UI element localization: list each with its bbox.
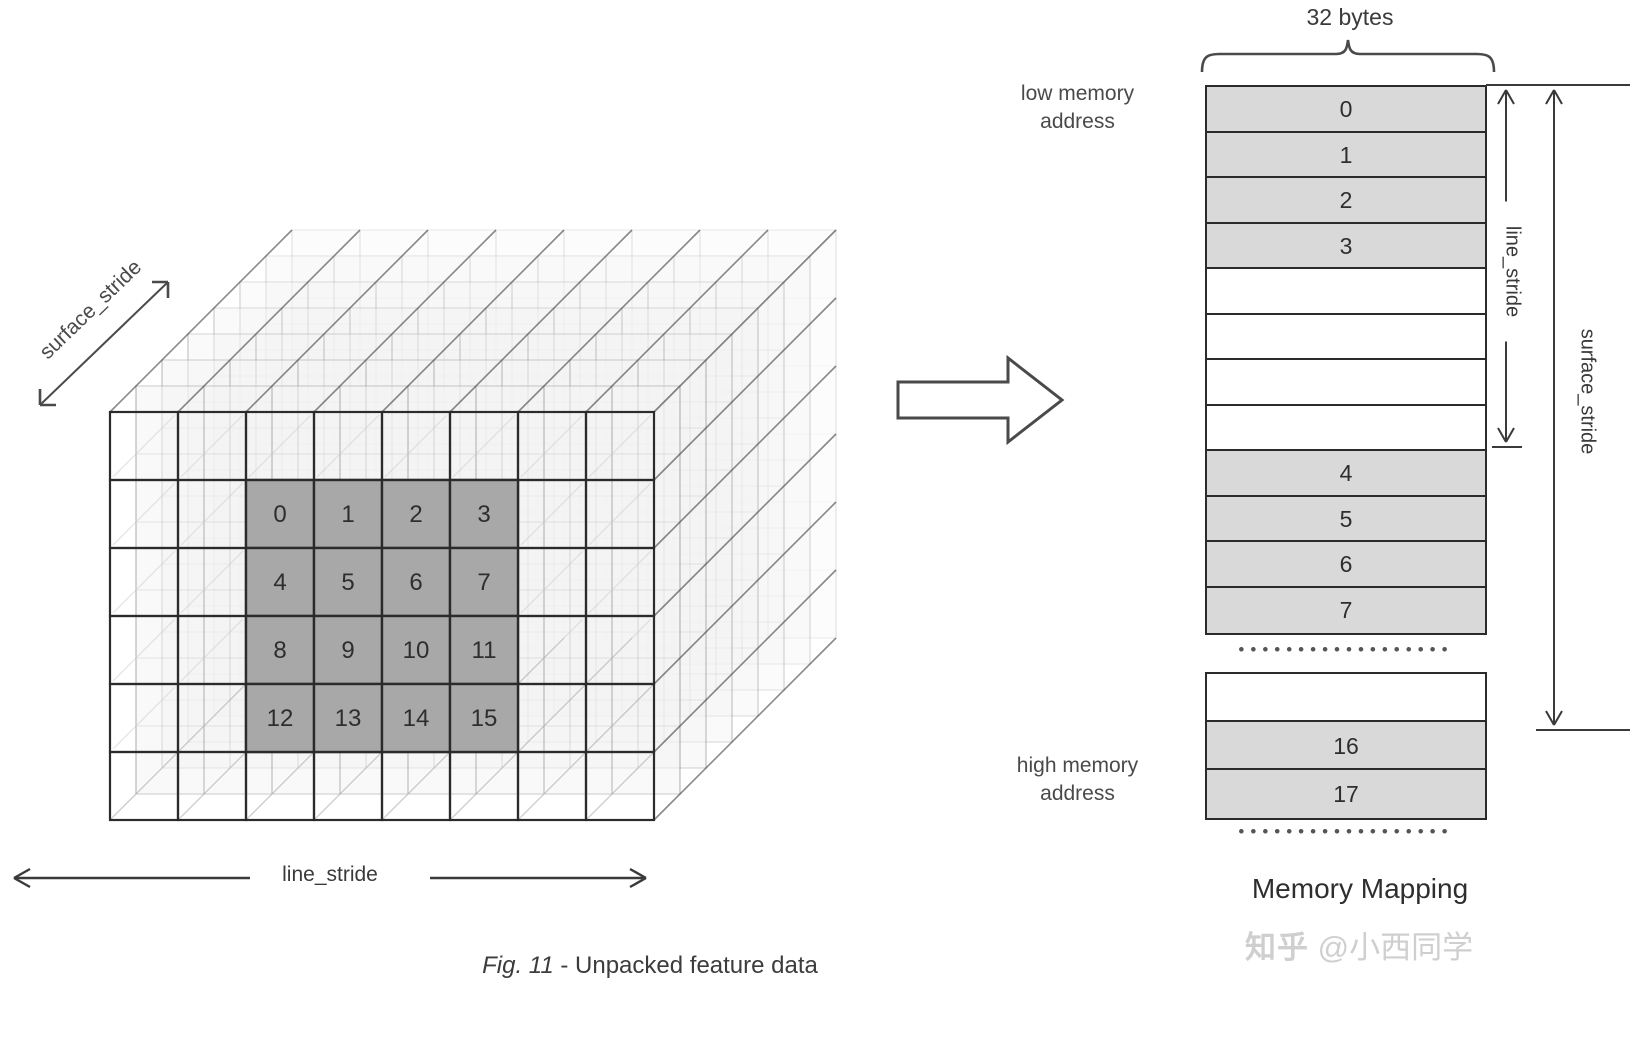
svg-text:0: 0 — [273, 501, 286, 528]
line-stride-annotation: line_stride — [0, 855, 660, 901]
memory-row: 4 — [1207, 451, 1485, 497]
figure-number: Fig. 11 — [482, 952, 554, 979]
stride-arrows: line_stride surface_stride — [1480, 80, 1639, 740]
memory-row: 17 — [1207, 770, 1485, 818]
memory-row: 2 — [1207, 178, 1485, 224]
svg-text:6: 6 — [409, 569, 422, 596]
svg-text:5: 5 — [341, 569, 354, 596]
figure-caption-text: Unpacked feature data — [575, 952, 818, 979]
watermark: 知乎 @小西同学 — [1245, 922, 1639, 967]
high-memory-address-line1: high memory — [1016, 754, 1139, 777]
watermark-handle: @小西同学 — [1317, 930, 1474, 965]
svg-text:12: 12 — [267, 705, 294, 732]
memory-row-value: 0 — [1339, 96, 1353, 122]
line-stride-label: line_stride — [282, 863, 378, 886]
memory-row — [1207, 674, 1485, 722]
memory-row: 6 — [1207, 542, 1485, 588]
memory-mapping-diagram: 32 bytes low memory address high memory … — [960, 0, 1639, 1000]
svg-text:1: 1 — [341, 501, 354, 528]
high-memory-address-label: high memory address — [980, 752, 1175, 809]
svg-text:7: 7 — [477, 569, 490, 596]
memory-row — [1207, 405, 1485, 451]
width-brace — [1198, 38, 1498, 74]
memory-row-value: 16 — [1333, 733, 1359, 759]
surface-stride-memory-label: surface_stride — [1575, 296, 1599, 487]
memory-row-value: 3 — [1339, 232, 1353, 259]
memory-row: 16 — [1207, 722, 1485, 770]
high-memory-address-line2: address — [1040, 782, 1115, 806]
memory-ellipsis-bottom: •••••••••••••••••• — [1238, 822, 1454, 841]
memory-row-value: 2 — [1339, 187, 1353, 213]
svg-text:4: 4 — [273, 569, 286, 596]
svg-text:2: 2 — [409, 501, 422, 528]
svg-text:9: 9 — [341, 637, 354, 664]
svg-text:11: 11 — [472, 637, 497, 664]
memory-row: 1 — [1207, 132, 1485, 178]
svg-text:13: 13 — [335, 705, 362, 732]
memory-row — [1207, 269, 1485, 315]
memory-row — [1207, 314, 1485, 360]
svg-text:14: 14 — [403, 705, 430, 732]
right-arrow-icon — [896, 354, 1065, 446]
watermark-logo: 知乎 — [1245, 930, 1309, 965]
svg-text:15: 15 — [471, 705, 498, 732]
memory-row — [1207, 360, 1485, 406]
memory-row: 7 — [1207, 587, 1485, 633]
memory-row-value: 6 — [1339, 551, 1353, 577]
memory-row: 3 — [1207, 223, 1485, 269]
surface-stride-annotation: surface_stride — [0, 240, 230, 430]
memory-row-value: 4 — [1339, 460, 1353, 486]
memory-row-value: 5 — [1339, 505, 1353, 532]
figure-caption: Fig. 11 - Unpacked feature data — [0, 952, 1300, 980]
memory-row: 0 — [1207, 87, 1485, 133]
svg-text:3: 3 — [477, 501, 490, 528]
bytes-width-label: 32 bytes — [1306, 4, 1394, 30]
memory-row: 5 — [1207, 496, 1485, 542]
low-memory-address-label: low memory address — [980, 80, 1175, 137]
memory-row-value: 1 — [1339, 141, 1353, 168]
flow-arrow — [890, 350, 1070, 450]
memory-mapping-title: Memory Mapping — [1251, 873, 1469, 904]
memory-row-value: 7 — [1339, 596, 1353, 623]
figure-caption-separator: - — [553, 952, 576, 979]
memory-ellipsis-mid: •••••••••••••••••• — [1238, 640, 1454, 659]
low-memory-address-line2: address — [1040, 110, 1115, 134]
memory-block-top: 0 1 2 3 4 5 6 7 — [1205, 85, 1487, 635]
line-stride-memory-label: line_stride — [1500, 201, 1524, 342]
svg-text:8: 8 — [273, 637, 286, 664]
low-memory-address-line1: low memory — [1020, 82, 1135, 105]
svg-text:10: 10 — [403, 637, 430, 664]
memory-row-value: 17 — [1333, 781, 1359, 807]
